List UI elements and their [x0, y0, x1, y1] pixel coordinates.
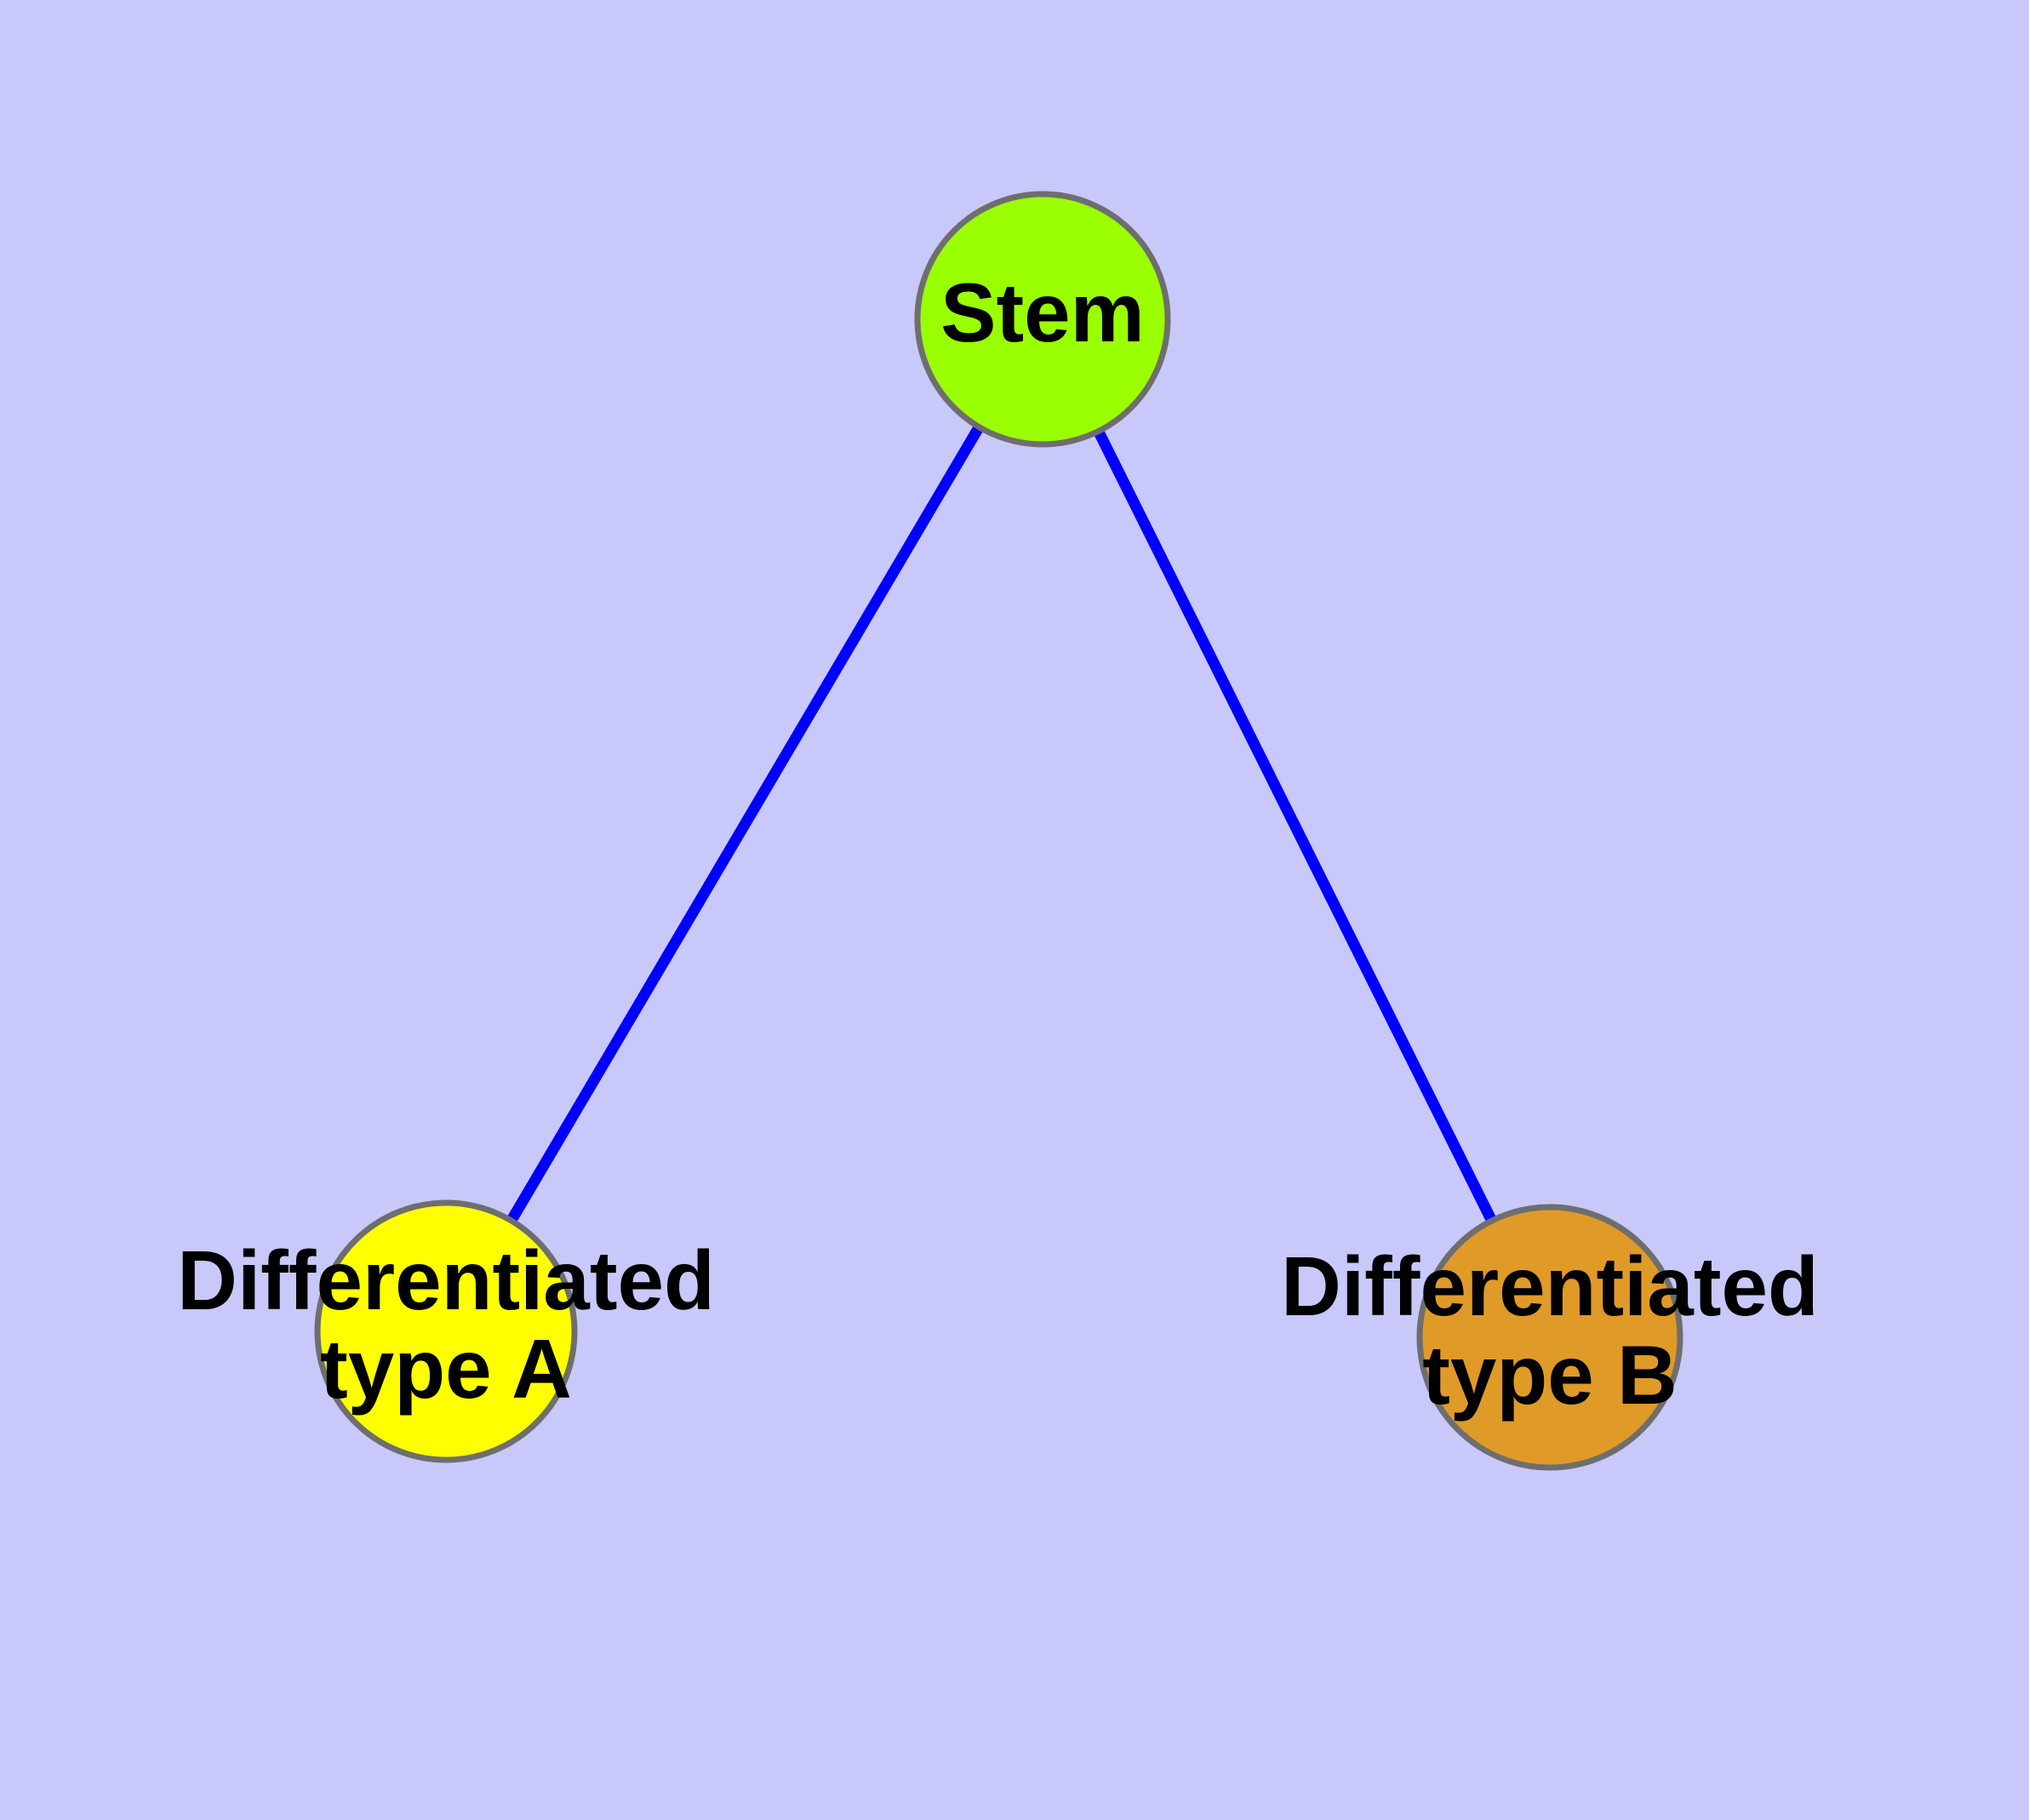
node-label-line: Stem — [940, 266, 1145, 359]
node-label-line: type A — [320, 1322, 572, 1416]
node-label-stem: Stem — [940, 266, 1145, 359]
node-diff-b[interactable] — [1416, 1204, 1683, 1471]
nodes-layer — [314, 191, 1683, 1471]
edge-stem-diff-b[interactable] — [1037, 317, 1555, 1340]
edge-stem-diff-a[interactable] — [441, 316, 1048, 1335]
node-label-line: Differentiated — [177, 1233, 715, 1327]
node-stem[interactable] — [914, 191, 1171, 448]
node-label-line: type B — [1422, 1328, 1677, 1422]
node-label-line: Differentiated — [1281, 1239, 1819, 1333]
edges-layer — [441, 316, 1555, 1340]
node-diff-a[interactable] — [314, 1199, 578, 1463]
